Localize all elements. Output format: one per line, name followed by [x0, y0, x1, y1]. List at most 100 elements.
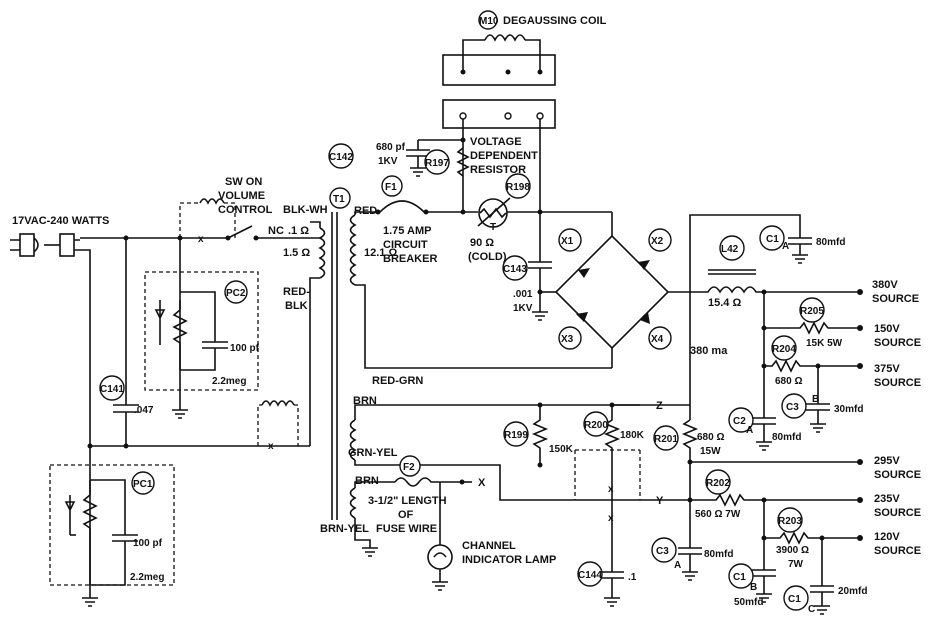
- f1-val-1: 1.75 AMP: [383, 225, 432, 237]
- fuse-wire-f2: F2 X 3-1/2" LENGTH OF FUSE WIRE CHANNEL …: [368, 455, 556, 591]
- c141-label: C141: [100, 384, 124, 395]
- r200-val: 180K: [620, 430, 645, 441]
- r198-label: R198: [506, 182, 530, 193]
- out-120-2: SOURCE: [874, 545, 921, 557]
- m10-label: M10: [479, 16, 499, 27]
- vdr-2: DEPENDENT: [470, 150, 538, 162]
- red-label: RED: [354, 205, 377, 217]
- capacitor-c1b: C1 B 50mfd: [728, 563, 776, 608]
- fuse-wire-1: 3-1/2" LENGTH: [368, 495, 447, 507]
- ac-input-plug: 17VAC-240 WATTS: [10, 215, 109, 257]
- r200-label: R200: [584, 420, 608, 431]
- out-380-1: 380V: [872, 279, 898, 291]
- c2-val: 80mfd: [772, 432, 801, 443]
- power-switch: SW ON VOLUME CONTROL BLK-WH NC: [218, 176, 328, 241]
- sw-control-label: CONTROL: [218, 204, 273, 216]
- r205-val: 15K 5W: [806, 338, 843, 349]
- f1-val-2: CIRCUIT: [383, 239, 428, 251]
- c1c-sub: C: [808, 604, 815, 615]
- channel-lamp: [427, 544, 453, 570]
- c142-val-2: 1KV: [378, 156, 398, 167]
- r204-label: R204: [772, 344, 796, 355]
- nc-label: NC: [268, 225, 284, 237]
- t1-pri-bot: 1.5 Ω: [283, 247, 310, 259]
- pc2-cap-value: 100 pf: [230, 343, 260, 354]
- r199-label: R199: [504, 430, 528, 441]
- c142-val-1: 680 pf: [376, 142, 406, 153]
- resistor-r205: R205 15K 5W 150V SOURCE: [761, 289, 921, 418]
- r203-val-2: 7W: [788, 559, 804, 570]
- sw-volume-label: VOLUME: [218, 190, 265, 202]
- resistor-r201: R201 680 Ω 15W 295V SOURCE: [653, 419, 921, 481]
- c3a-val: 80mfd: [704, 549, 733, 560]
- m10-bubble: [478, 10, 498, 30]
- pc1-res-value: 2.2meg: [130, 572, 164, 583]
- r198-t: T: [490, 222, 496, 233]
- x2-label: X2: [651, 236, 664, 247]
- degaussing-coil: M10 DEGAUSSING COIL: [442, 10, 607, 86]
- out-120-1: 120V: [874, 531, 900, 543]
- capacitor-c144: C144 .1: [577, 561, 637, 607]
- capacitor-c2: C2 A 80mfd: [728, 407, 801, 451]
- thermistor-r198: T R198 90 Ω (COLD): [468, 173, 612, 263]
- c143-val-2: 1KV: [513, 303, 533, 314]
- fuse-wire-2: OF: [398, 509, 414, 521]
- z-terminal: Z: [656, 400, 663, 412]
- brn1-label: BRN: [353, 395, 377, 407]
- c141-bubble: [99, 375, 125, 401]
- choke-l42: L42 15.4 Ω 380V SOURCE: [700, 235, 919, 309]
- out-150-2: SOURCE: [874, 337, 921, 349]
- ac-input-label: 17VAC-240 WATTS: [12, 215, 109, 227]
- c141-value: .047: [134, 405, 154, 416]
- fuse-wire-3: FUSE WIRE: [376, 523, 437, 535]
- r203-label: R203: [778, 516, 802, 527]
- lamp-label-2: INDICATOR LAMP: [462, 554, 556, 566]
- bridge-rectifier: X1 X2 X3 X4: [540, 212, 700, 368]
- f1-val-3: BREAKER: [383, 253, 437, 265]
- resistor-r202: R202 560 Ω 7W 235V SOURCE: [645, 462, 921, 548]
- y-terminal: Y: [656, 495, 664, 507]
- x4-label: X4: [651, 334, 664, 345]
- c142-label: C142: [329, 152, 353, 163]
- r198-val-1: 90 Ω: [470, 237, 494, 249]
- c1a-val: 80mfd: [816, 237, 845, 248]
- pc2-label: PC2: [226, 288, 246, 299]
- c3b-val: 30mfd: [834, 404, 863, 415]
- pc1-cap-value: 100 pf: [133, 538, 163, 549]
- pc1-network: PC1 100 pf 2.2meg: [49, 464, 175, 586]
- c1c-val: 20mfd: [838, 586, 867, 597]
- ma380-label: 380 ma: [690, 345, 728, 357]
- capacitor-c143: C143 .001 1KV: [502, 212, 552, 321]
- sec-res-label: 12.1 Ω: [364, 247, 397, 259]
- c3b-label: C3: [786, 402, 799, 413]
- resistor-r203: R203 3900 Ω 7W 120V SOURCE: [761, 500, 921, 570]
- resistor-r197: R197 VOLTAGE DEPENDENT RESISTOR: [424, 136, 538, 215]
- c143-label: C143: [503, 264, 527, 275]
- resistor-r200: R200 180K x x: [574, 402, 645, 572]
- r202-label: R202: [706, 478, 730, 489]
- circuit-breaker-f1: F1 1.75 AMP CIRCUIT BREAKER: [375, 175, 478, 265]
- grn-yel-label: GRN-YEL: [348, 447, 398, 459]
- r205-label: R205: [800, 306, 824, 317]
- brn2-label: BRN: [355, 475, 379, 487]
- r197-label: R197: [425, 158, 449, 169]
- c144-val: .1: [628, 572, 637, 583]
- c2-label: C2: [733, 416, 746, 427]
- out-235-2: SOURCE: [874, 507, 921, 519]
- vdr-3: RESISTOR: [470, 164, 526, 176]
- degaussing-plug: [442, 99, 556, 212]
- svg-text:x: x: [198, 234, 204, 245]
- lamp-label-1: CHANNEL: [462, 540, 516, 552]
- out-380-2: SOURCE: [872, 293, 919, 305]
- l42-label: L42: [721, 244, 739, 255]
- r198-val-2: (COLD): [468, 251, 507, 263]
- vdr-1: VOLTAGE: [470, 136, 522, 148]
- f1-label: F1: [385, 182, 397, 193]
- t1-pri-top: .1 Ω: [288, 225, 309, 237]
- r202-val: 560 Ω 7W: [695, 509, 741, 520]
- r204-val: 680 Ω: [775, 376, 802, 387]
- r199-val: 150K: [549, 444, 574, 455]
- brn-yel-label: BRN-YEL: [320, 523, 369, 535]
- capacitor-c142: C142 680 pf 1KV: [328, 137, 466, 177]
